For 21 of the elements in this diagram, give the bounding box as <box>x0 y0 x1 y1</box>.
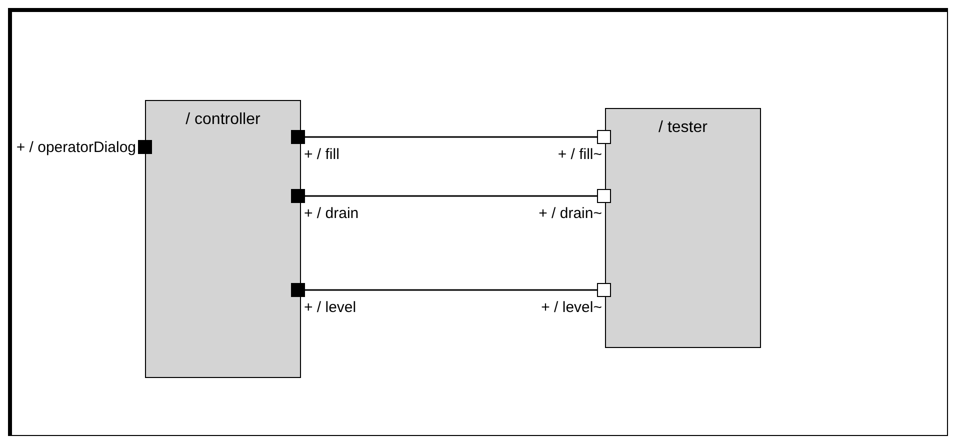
port-square <box>597 283 611 297</box>
port-label: + / operatorDialog <box>16 139 136 156</box>
port-square <box>138 140 152 154</box>
class-name: / tester <box>658 119 708 137</box>
port-square <box>597 130 611 144</box>
port-square <box>291 283 305 297</box>
connector-line <box>305 136 597 138</box>
connector-line <box>305 289 597 291</box>
class-box <box>145 100 301 378</box>
connector-line <box>305 195 597 197</box>
port-label: + / fill <box>304 146 340 163</box>
port-square <box>291 130 305 144</box>
port-label: + / fill~ <box>558 146 602 163</box>
class-box <box>605 108 761 348</box>
port-label: + / level <box>304 299 356 316</box>
port-label: + / level~ <box>541 299 602 316</box>
port-square <box>597 189 611 203</box>
port-label: + / drain~ <box>538 205 602 222</box>
port-label: + / drain <box>304 205 359 222</box>
class-name: / controller <box>184 111 262 129</box>
port-square <box>291 189 305 203</box>
